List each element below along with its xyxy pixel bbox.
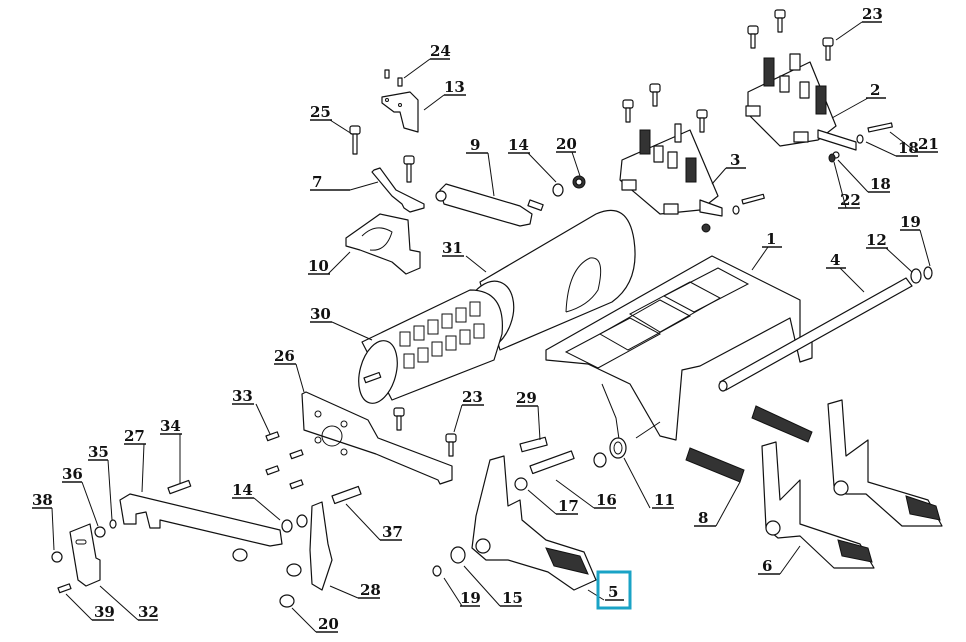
callout-10: 10 xyxy=(308,257,329,275)
part-4-shaft xyxy=(718,277,913,392)
callout-34: 34 xyxy=(160,417,181,435)
part-22-nut xyxy=(828,153,836,163)
part-39-screw xyxy=(57,583,72,594)
part-12-washer xyxy=(910,268,922,284)
part-35-ring xyxy=(109,519,117,529)
callout-12: 12 xyxy=(866,231,887,249)
callout-26: 26 xyxy=(274,347,295,365)
part-27-long-lever xyxy=(119,493,283,547)
callout-15: 15 xyxy=(502,589,523,607)
part-5-pedal xyxy=(471,455,597,591)
callout-8: 8 xyxy=(698,509,708,527)
part-16-bolt xyxy=(529,450,575,475)
part-23-screw-lower xyxy=(393,407,457,457)
part-32-latch-plate xyxy=(69,523,101,587)
part-6-pedal-front xyxy=(761,441,875,569)
bolt xyxy=(403,155,415,183)
part-8-springs xyxy=(685,405,813,483)
part-10-pillow-block xyxy=(345,213,421,275)
callout-4: 4 xyxy=(830,251,840,269)
part-30-rotary-drum xyxy=(358,289,503,404)
part-29-pin xyxy=(519,436,548,453)
part-24-screws xyxy=(384,69,403,87)
part-3-valve-manifold xyxy=(619,123,723,217)
callout-19-upper: 19 xyxy=(900,213,921,231)
callout-23-upper: 23 xyxy=(862,5,883,23)
callout-32: 32 xyxy=(138,603,159,621)
highlight-box-part-5[interactable] xyxy=(596,570,632,610)
part-14-washer-upper xyxy=(552,183,564,197)
callout-35: 35 xyxy=(88,443,109,461)
callout-18-lower: 18 xyxy=(870,175,891,193)
callout-39: 39 xyxy=(94,603,115,621)
callout-27: 27 xyxy=(124,427,145,445)
callout-16: 16 xyxy=(596,491,617,509)
callout-20-lower: 20 xyxy=(318,615,339,633)
part-14-washers-lower xyxy=(281,514,308,533)
part-28-link xyxy=(309,501,333,591)
part-26-mounting-plate xyxy=(301,391,453,485)
part-19-ring-right xyxy=(923,266,933,280)
callout-31: 31 xyxy=(442,239,463,257)
callout-14-upper: 14 xyxy=(508,136,529,154)
callout-17: 17 xyxy=(558,497,579,515)
part-18-washers xyxy=(832,134,864,159)
callout-5: 5 xyxy=(608,583,618,601)
part-36-nut xyxy=(94,526,106,538)
leader-lines xyxy=(32,21,938,633)
callout-33: 33 xyxy=(232,387,253,405)
callout-20-upper: 20 xyxy=(556,135,577,153)
callout-38: 38 xyxy=(32,491,53,509)
callout-18-upper: 18 xyxy=(898,139,919,157)
callout-21: 21 xyxy=(918,135,939,153)
part-17-nut xyxy=(514,477,528,491)
callout-22: 22 xyxy=(840,191,861,209)
part-20-nut-upper xyxy=(572,175,586,189)
part-7-lever-plate xyxy=(371,167,425,213)
part-3-screws xyxy=(622,83,765,233)
callout-28: 28 xyxy=(360,581,381,599)
callout-7: 7 xyxy=(312,173,322,191)
callout-3: 3 xyxy=(730,151,740,169)
callout-23-lower: 23 xyxy=(462,388,483,406)
callout-24: 24 xyxy=(430,42,451,60)
callout-1: 1 xyxy=(766,230,776,248)
callout-labels: 1 2 3 4 5 6 7 8 9 10 11 12 13 14 14 15 1… xyxy=(32,5,939,633)
part-37-bolt xyxy=(331,485,362,505)
callout-25: 25 xyxy=(310,103,331,121)
part-33-screws xyxy=(265,431,304,490)
part-25-bolt xyxy=(349,125,361,155)
callout-19-lower: 19 xyxy=(460,589,481,607)
callout-36: 36 xyxy=(62,465,83,483)
part-23-screws-upper xyxy=(747,9,834,61)
part-34-pin xyxy=(167,479,192,495)
part-11-torsion-spring xyxy=(601,383,661,459)
callout-6: 6 xyxy=(762,557,772,575)
part-19-ring-lower xyxy=(432,565,442,577)
callout-30: 30 xyxy=(310,305,331,323)
part-9-handle xyxy=(435,183,544,227)
part-1-base-frame xyxy=(545,255,813,441)
part-38-nut xyxy=(51,551,63,563)
part-20-nuts-lower xyxy=(279,563,302,608)
callout-2: 2 xyxy=(870,81,880,99)
callout-11: 11 xyxy=(654,491,675,509)
part-6-pedal-rear xyxy=(827,399,943,527)
part-15-washer xyxy=(450,546,466,564)
part-2-valve-manifold xyxy=(745,53,857,151)
callout-9: 9 xyxy=(470,136,480,154)
callout-37: 37 xyxy=(382,523,403,541)
part-13-bracket xyxy=(381,91,419,133)
callout-29: 29 xyxy=(516,389,537,407)
nut xyxy=(232,548,248,562)
washer xyxy=(593,452,607,468)
callout-14-lower: 14 xyxy=(232,481,253,499)
part-21-pin xyxy=(867,122,893,133)
callout-13: 13 xyxy=(444,78,465,96)
